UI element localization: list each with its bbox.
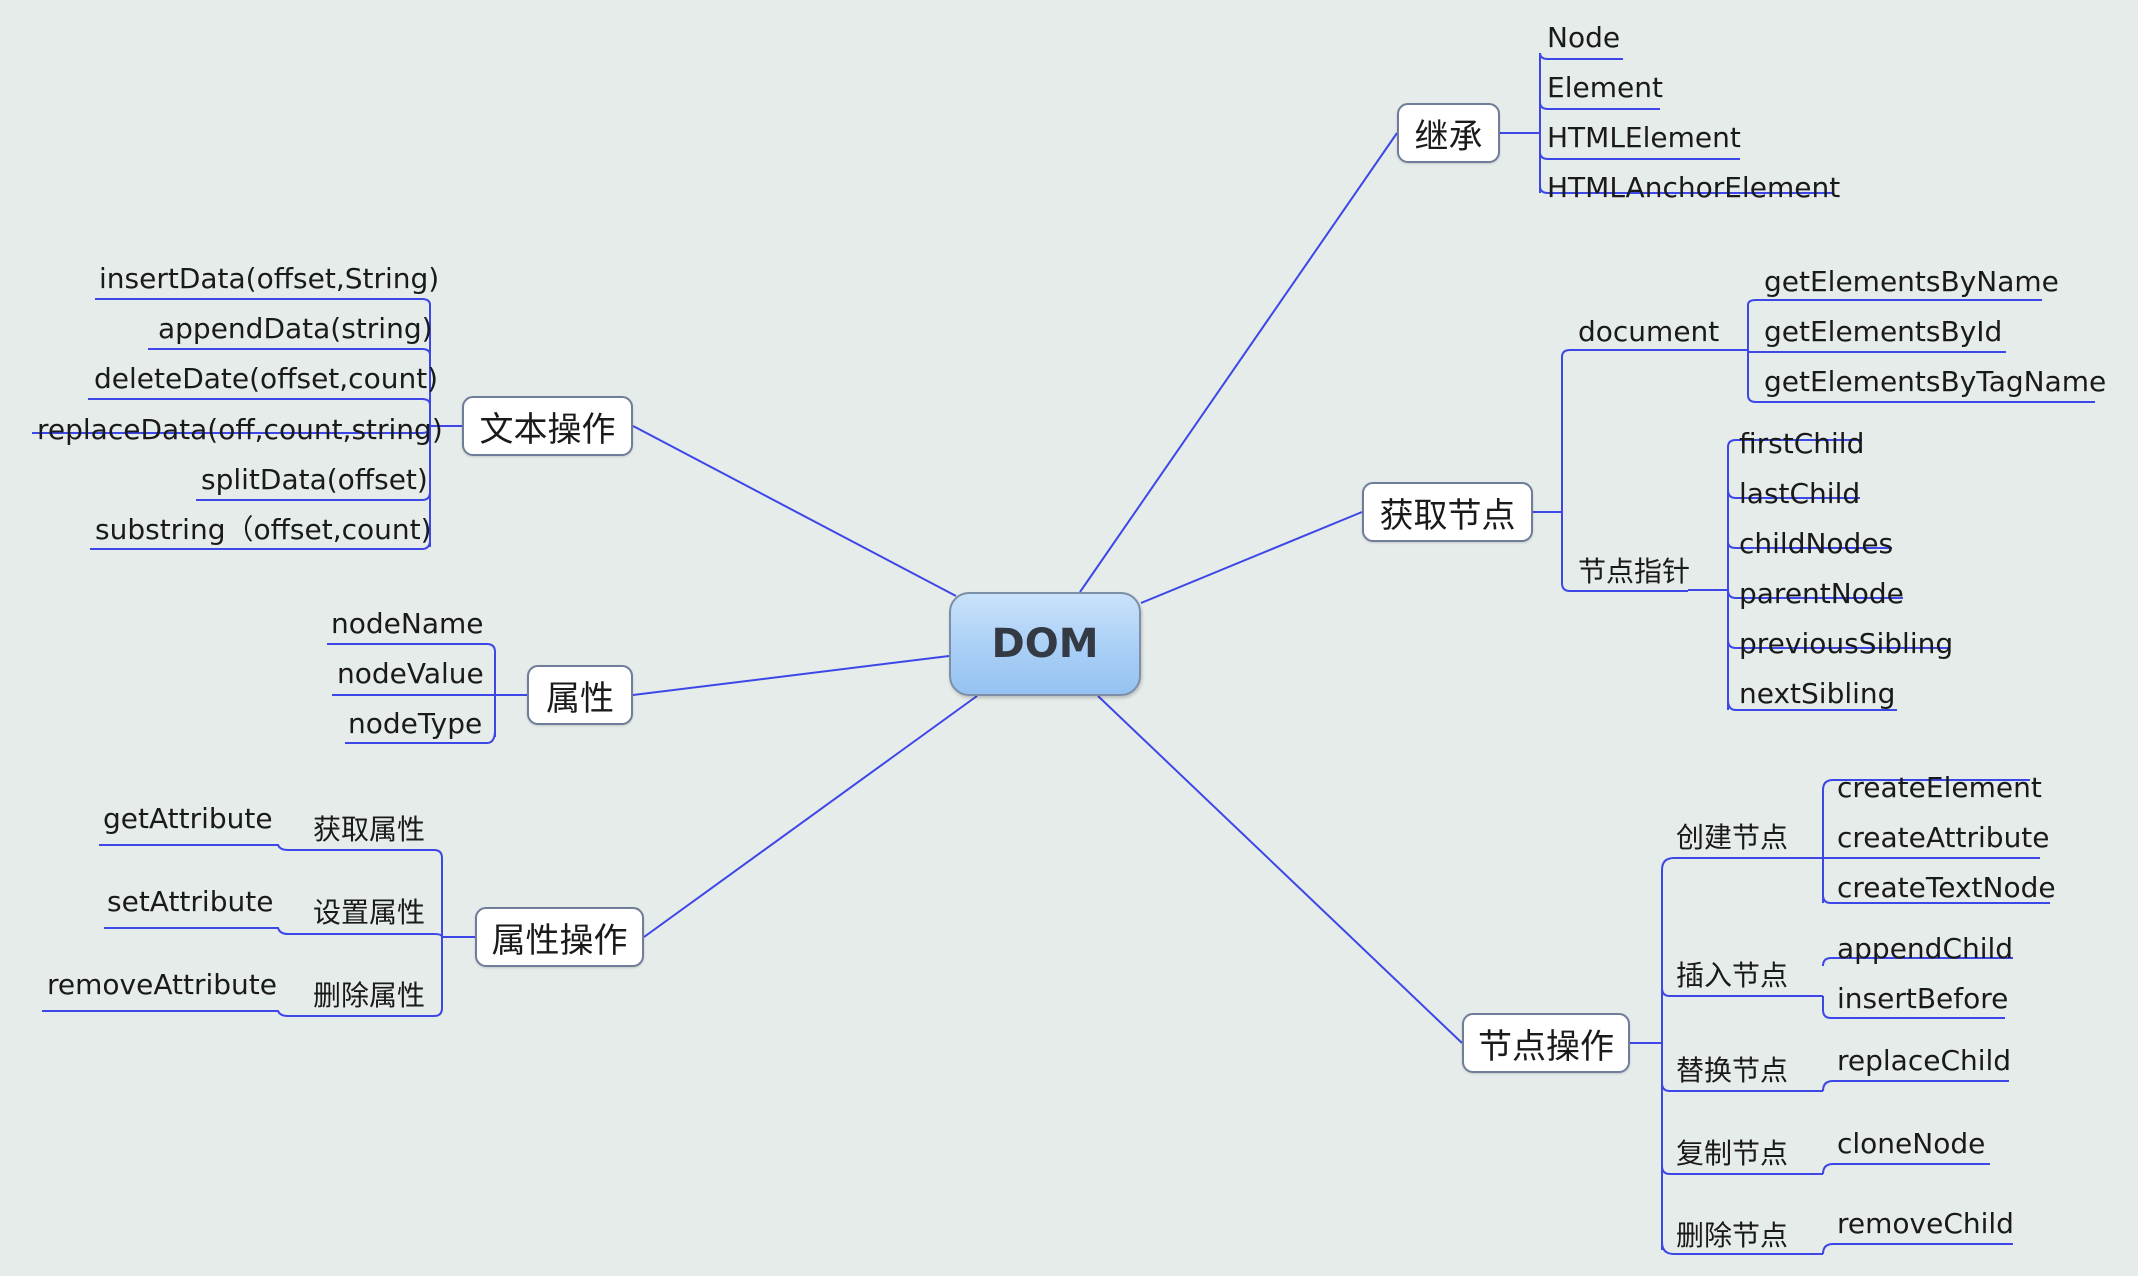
leaf-getelementsbyid[interactable]: getElementsById xyxy=(1764,315,2003,348)
leaf-clonenode[interactable]: cloneNode xyxy=(1837,1127,1986,1160)
link-dom-inherit xyxy=(1079,132,1398,593)
subtopic-remove-attribute[interactable]: 删除属性 xyxy=(313,979,426,1012)
subtopic-copy-node[interactable]: 复制节点 xyxy=(1676,1137,1789,1170)
leaf-deletedate[interactable]: deleteDate(offset,count) xyxy=(94,362,439,395)
topic-get-nodes-label: 获取节点 xyxy=(1379,495,1516,536)
leaf-createelement[interactable]: createElement xyxy=(1837,771,2042,804)
leaf-replacedata[interactable]: replaceData(off,count,string) xyxy=(37,413,443,446)
leaf-htmlelement[interactable]: HTMLElement xyxy=(1547,121,1741,154)
subtopic-node-pointer[interactable]: 节点指针 xyxy=(1578,555,1691,588)
leaf-childnodes[interactable]: childNodes xyxy=(1739,527,1894,560)
link-dom-attributes xyxy=(632,655,950,696)
central-topic-label: DOM xyxy=(991,621,1099,667)
topic-text-ops[interactable]: 文本操作 xyxy=(462,396,633,456)
leaf-replacechild[interactable]: replaceChild xyxy=(1837,1044,2012,1077)
leaf-insertdata[interactable]: insertData(offset,String) xyxy=(99,262,440,295)
leaf-firstchild[interactable]: firstChild xyxy=(1739,427,1865,460)
subtopic-set-attribute[interactable]: 设置属性 xyxy=(313,896,426,929)
topic-node-ops-label: 节点操作 xyxy=(1478,1026,1614,1067)
subtopic-delete-node[interactable]: 删除节点 xyxy=(1676,1219,1789,1252)
leaf-getattribute[interactable]: getAttribute xyxy=(103,802,273,835)
link-dom-get-nodes xyxy=(1140,511,1363,604)
leaf-nodevalue[interactable]: nodeValue xyxy=(337,657,484,690)
topic-inherit[interactable]: 继承 xyxy=(1397,103,1500,163)
topic-attr-ops[interactable]: 属性操作 xyxy=(475,907,644,967)
leaf-parentnode[interactable]: parentNode xyxy=(1739,577,1904,610)
leaf-insertbefore[interactable]: insertBefore xyxy=(1837,982,2009,1015)
leaf-appendchild[interactable]: appendChild xyxy=(1837,932,2014,965)
link-dom-attr-ops xyxy=(643,695,978,938)
leaf-splitdata[interactable]: splitData(offset) xyxy=(201,463,428,496)
leaf-nextsibling[interactable]: nextSibling xyxy=(1739,677,1896,710)
link-dom-node-ops xyxy=(1097,695,1463,1044)
central-topic-dom[interactable]: DOM xyxy=(949,592,1141,696)
leaf-setattribute[interactable]: setAttribute xyxy=(107,885,274,918)
leaf-substring[interactable]: substring（offset,count) xyxy=(95,513,432,546)
leaf-getelementsbyname[interactable]: getElementsByName xyxy=(1764,265,2059,298)
subtopic-replace-node[interactable]: 替换节点 xyxy=(1676,1054,1789,1087)
link-dom-text-ops xyxy=(632,425,957,597)
leaf-removeattribute[interactable]: removeAttribute xyxy=(47,968,277,1001)
topic-attributes[interactable]: 属性 xyxy=(527,665,633,725)
topic-attr-ops-label: 属性操作 xyxy=(491,920,628,961)
topic-node-ops[interactable]: 节点操作 xyxy=(1462,1013,1630,1073)
leaf-nodename[interactable]: nodeName xyxy=(331,607,484,640)
subtopic-create-node[interactable]: 创建节点 xyxy=(1676,821,1789,854)
leaf-createattribute[interactable]: createAttribute xyxy=(1837,821,2050,854)
topic-text-ops-label: 文本操作 xyxy=(479,409,616,450)
leaf-removechild[interactable]: removeChild xyxy=(1837,1207,2014,1240)
leaf-previoussibling[interactable]: previousSibling xyxy=(1739,627,1954,660)
subtopic-get-attribute[interactable]: 获取属性 xyxy=(313,813,426,846)
leaf-appenddata[interactable]: appendData(string) xyxy=(158,312,433,345)
subtopic-insert-node[interactable]: 插入节点 xyxy=(1676,959,1789,992)
topic-inherit-label: 继承 xyxy=(1414,116,1483,157)
topic-attributes-label: 属性 xyxy=(546,678,614,719)
leaf-node[interactable]: Node xyxy=(1547,21,1621,54)
topic-get-nodes[interactable]: 获取节点 xyxy=(1362,482,1533,542)
leaf-nodetype[interactable]: nodeType xyxy=(348,707,483,740)
subtopic-document[interactable]: document xyxy=(1578,315,1720,348)
leaf-element[interactable]: Element xyxy=(1547,71,1663,104)
leaf-createtextnode[interactable]: createTextNode xyxy=(1837,871,2056,904)
leaf-lastchild[interactable]: lastChild xyxy=(1739,477,1861,510)
leaf-htmlanchorelement[interactable]: HTMLAnchorElement xyxy=(1547,171,1841,204)
leaf-getelementsbytagname[interactable]: getElementsByTagName xyxy=(1764,365,2107,398)
